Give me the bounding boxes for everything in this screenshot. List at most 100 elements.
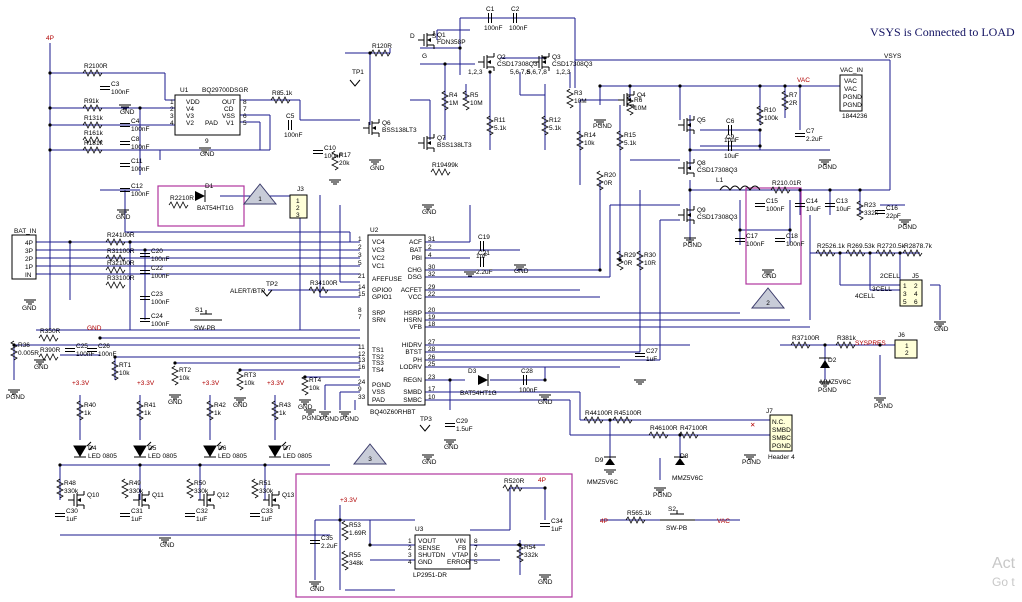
resistor-ref: R33 xyxy=(107,275,119,282)
switch-part: SW-PB xyxy=(666,525,687,532)
capacitor-ref: C31 xyxy=(131,508,143,515)
u2-pin-number: 26 xyxy=(428,354,436,361)
u2-pin-label: DSG xyxy=(408,274,422,281)
capacitor-c31 xyxy=(120,513,130,517)
u2-pin-number: 33 xyxy=(358,394,366,401)
resistor-value: 10k xyxy=(584,140,595,147)
svg-text:7: 7 xyxy=(474,545,478,552)
svg-text:OUT: OUT xyxy=(222,99,236,106)
svg-text:5: 5 xyxy=(903,299,907,306)
svg-text:G: G xyxy=(422,53,427,60)
svg-text:2: 2 xyxy=(914,283,918,290)
svg-text:5,6,7,8: 5,6,7,8 xyxy=(510,69,530,76)
svg-text:PGND: PGND xyxy=(302,415,321,422)
resistor-r11 xyxy=(486,115,494,136)
svg-text:4CELL: 4CELL xyxy=(855,293,875,300)
resistor-value: 20.5k xyxy=(889,243,906,250)
capacitor-c26 xyxy=(87,348,97,352)
capacitor-ref: C20 xyxy=(151,248,163,255)
svg-text:4P: 4P xyxy=(46,35,54,42)
svg-text:VTAP: VTAP xyxy=(452,552,469,559)
diode-ref: D2 xyxy=(828,357,837,364)
svg-text:VAC: VAC xyxy=(844,78,857,85)
u2-pin-number: 4 xyxy=(428,252,432,259)
switch-s1[interactable] xyxy=(190,310,222,321)
u2-pin-label: HSRN xyxy=(404,317,423,324)
svg-text:ERROR: ERROR xyxy=(447,559,471,566)
u2-pin-label: ACF xyxy=(409,239,422,246)
resistor-r55 xyxy=(341,550,349,571)
ground-symbols: GND GND GND GND GND GND PGND GND PGND PG… xyxy=(6,104,949,593)
warning-markers: 1 2 3 xyxy=(242,183,786,465)
resistor-value: 100R xyxy=(119,232,135,239)
resistor-ref: R53 xyxy=(349,522,361,529)
svg-text:GND: GND xyxy=(418,559,433,566)
capacitor-value: 1uF xyxy=(196,516,207,523)
resistor-r53 xyxy=(341,520,349,541)
capacitor-ref: C13 xyxy=(836,198,848,205)
resistor-r19 xyxy=(430,168,451,176)
resistor-ref: R31 xyxy=(107,248,119,255)
capacitor-value: 100nF xyxy=(324,153,342,160)
u2-pin-label: SMBC xyxy=(403,397,422,404)
svg-text:GND: GND xyxy=(310,586,325,593)
svg-text:GND: GND xyxy=(444,444,459,451)
ic-u3: U3 LP2951-DR VOUT SENSE SHUTDN GND VIN F… xyxy=(408,526,478,579)
capacitor-value: 2.2uF xyxy=(321,543,338,550)
svg-text:BQ40Z60RHBT: BQ40Z60RHBT xyxy=(370,409,416,416)
capacitor-value: 100nF xyxy=(484,25,502,32)
resistor-r43 xyxy=(271,400,279,421)
svg-text:V4: V4 xyxy=(186,106,194,113)
resistor-value: 5.1k xyxy=(624,140,637,147)
u2-pin-number: 12 xyxy=(358,351,366,358)
capacitor-ref: C24 xyxy=(151,313,163,320)
svg-text:PGND: PGND xyxy=(818,164,837,171)
resistor-value: 10k xyxy=(309,385,320,392)
resistor-r42 xyxy=(206,400,214,421)
svg-text:PGND: PGND xyxy=(898,224,917,231)
svg-text:2CELL: 2CELL xyxy=(880,273,900,280)
capacitor-c18 xyxy=(775,238,785,242)
svg-text:SYSPRES: SYSPRES xyxy=(855,340,886,347)
svg-text:4: 4 xyxy=(914,291,918,298)
svg-text:3: 3 xyxy=(296,212,300,219)
resistor-r16 xyxy=(82,136,103,144)
resistor-ref: R46 xyxy=(650,425,662,432)
diode-part: MMZ5V6C xyxy=(587,479,618,486)
resistor-value: 0R xyxy=(624,260,633,267)
switch-part: SW-PB xyxy=(194,325,215,332)
capacitor-c13 xyxy=(825,203,835,207)
svg-text:GND: GND xyxy=(538,399,553,406)
resistor-r17 xyxy=(331,150,339,171)
switch-s2[interactable] xyxy=(660,510,695,521)
svg-text:GND: GND xyxy=(233,402,248,409)
resistor-r27 xyxy=(875,249,896,257)
mosfet-q5 xyxy=(678,116,695,134)
svg-text:1,2,3: 1,2,3 xyxy=(468,69,483,76)
resistor-value: 10k xyxy=(244,380,255,387)
resistor-value: 330k xyxy=(259,488,274,495)
resistor-r1 xyxy=(370,49,391,57)
svg-text:3P: 3P xyxy=(25,248,33,255)
capacitor-c25 xyxy=(65,348,75,352)
resistor-r50 xyxy=(186,478,194,499)
mosfet-ref: Q9 xyxy=(697,207,706,214)
resistor-value: 332k xyxy=(864,210,879,217)
u2-pin-label: VC2 xyxy=(372,255,385,262)
resistor-ref: R26 xyxy=(847,243,859,250)
svg-text:1: 1 xyxy=(296,198,300,205)
capacitor-c1 xyxy=(488,13,492,23)
resistor-value: 1k xyxy=(279,410,287,417)
svg-text:GND: GND xyxy=(538,579,553,586)
capacitor-c9 xyxy=(728,141,732,151)
u2-pin-label: PH xyxy=(413,357,422,364)
diode-ref: D9 xyxy=(595,457,604,464)
svg-text:TP1: TP1 xyxy=(352,69,364,76)
mosfet-q7 xyxy=(418,134,435,152)
svg-text:1,2,3: 1,2,3 xyxy=(556,69,571,76)
svg-text:4P: 4P xyxy=(600,518,608,525)
resistor-value: 10k xyxy=(119,370,130,377)
u2-pin-label: SRN xyxy=(372,317,386,324)
resistor-value: 78.7k xyxy=(916,243,933,250)
resistor-r13 xyxy=(82,121,103,129)
